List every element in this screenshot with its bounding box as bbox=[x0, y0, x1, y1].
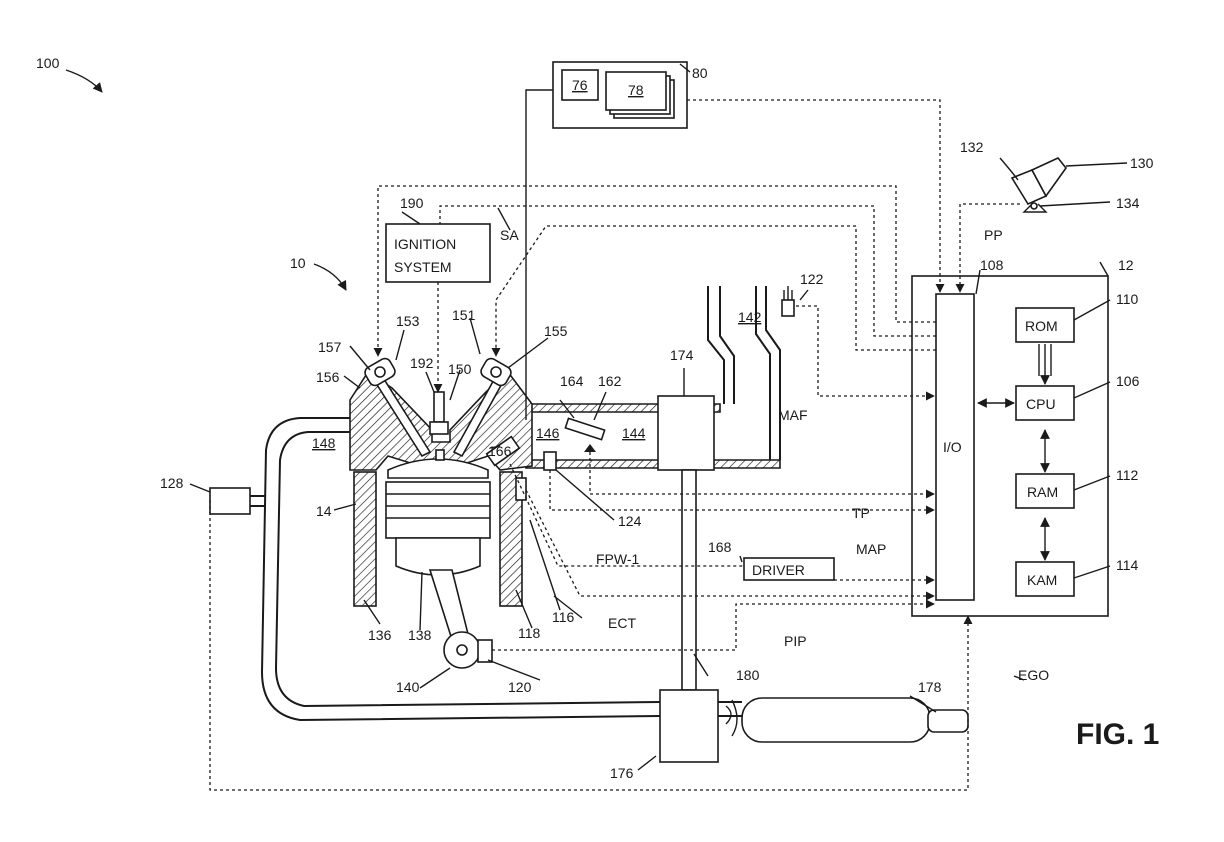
bus-arrows bbox=[977, 344, 1052, 561]
ref-144: 144 bbox=[622, 425, 646, 441]
signal-lines bbox=[209, 99, 1020, 791]
ref-138: 138 bbox=[408, 627, 432, 643]
box-76 bbox=[561, 69, 599, 101]
cpu-box bbox=[1015, 385, 1075, 421]
label-fpw: FPW-1 bbox=[596, 551, 640, 567]
sensor-128-link bbox=[250, 495, 266, 507]
reference-labels: 100 10 80 190 SA 132 130 134 PP 108 12 1… bbox=[36, 55, 1159, 781]
label-sa: SA bbox=[500, 227, 519, 243]
ref-153: 153 bbox=[396, 313, 420, 329]
ref-78: 78 bbox=[628, 82, 644, 98]
ref-155: 155 bbox=[544, 323, 568, 339]
sensor-124 bbox=[543, 451, 557, 471]
ref-80: 80 bbox=[692, 65, 708, 81]
accelerator-pedal-130 bbox=[1010, 157, 1068, 213]
leader-lines bbox=[65, 63, 1128, 771]
compressor-174 bbox=[657, 395, 715, 471]
ref-166: 166 bbox=[488, 443, 512, 459]
label-tp: TP bbox=[852, 505, 870, 521]
ref-190: 190 bbox=[400, 195, 424, 211]
ref-10: 10 bbox=[290, 255, 306, 271]
io-block bbox=[935, 293, 975, 601]
ref-134: 134 bbox=[1116, 195, 1140, 211]
label-ego: EGO bbox=[1018, 667, 1049, 683]
emission-device-178 bbox=[725, 697, 969, 743]
ref-136: 136 bbox=[368, 627, 392, 643]
ref-112: 112 bbox=[1116, 467, 1139, 483]
ref-150: 150 bbox=[448, 361, 472, 377]
ref-124: 124 bbox=[618, 513, 642, 529]
ref-178: 178 bbox=[918, 679, 942, 695]
turbine-176 bbox=[659, 689, 719, 763]
ref-140: 140 bbox=[396, 679, 420, 695]
ref-122: 122 bbox=[800, 271, 824, 287]
ref-76: 76 bbox=[572, 77, 588, 93]
io-label: I/O bbox=[943, 439, 962, 455]
maf-sensor-122 bbox=[781, 286, 795, 317]
rom-box bbox=[1015, 307, 1075, 343]
ref-164: 164 bbox=[560, 373, 584, 389]
ignition-label-line1: IGNITION bbox=[394, 236, 456, 252]
ram-box bbox=[1015, 473, 1075, 509]
shaft-180 bbox=[681, 469, 697, 691]
link-80-engine bbox=[525, 89, 553, 420]
ref-148: 148 bbox=[312, 435, 336, 451]
ref-192: 192 bbox=[410, 355, 434, 371]
box-78 bbox=[605, 71, 667, 111]
ref-156: 156 bbox=[316, 369, 340, 385]
ref-106: 106 bbox=[1116, 373, 1140, 389]
label-ect: ECT bbox=[608, 615, 636, 631]
driver-label: DRIVER bbox=[752, 562, 805, 578]
ref-100: 100 bbox=[36, 55, 60, 71]
ignition-system-box bbox=[385, 223, 491, 283]
ref-128: 128 bbox=[160, 475, 184, 491]
driver-box bbox=[743, 557, 835, 581]
ram-label: RAM bbox=[1027, 484, 1058, 500]
rom-label: ROM bbox=[1025, 318, 1058, 334]
crank-sensor-120 bbox=[477, 639, 493, 663]
ref-110: 110 bbox=[1116, 291, 1139, 307]
ref-12: 12 bbox=[1118, 257, 1134, 273]
throttle-position-sensor bbox=[584, 444, 596, 452]
ref-132: 132 bbox=[960, 139, 984, 155]
cpu-label: CPU bbox=[1026, 396, 1056, 412]
engine-cylinder-14 bbox=[349, 357, 533, 669]
ref-168: 168 bbox=[708, 539, 732, 555]
label-pip: PIP bbox=[784, 633, 807, 649]
kam-box bbox=[1015, 561, 1075, 597]
ref-114: 114 bbox=[1116, 557, 1139, 573]
ref-176: 176 bbox=[610, 765, 634, 781]
figure-title: FIG. 1 bbox=[1076, 718, 1159, 751]
throttle-plate-162 bbox=[564, 417, 606, 441]
ref-162: 162 bbox=[598, 373, 622, 389]
ref-151: 151 bbox=[452, 307, 476, 323]
label-maf: MAF bbox=[778, 407, 808, 423]
label-pp: PP bbox=[984, 227, 1003, 243]
ref-180: 180 bbox=[736, 667, 760, 683]
ref-157: 157 bbox=[318, 339, 342, 355]
exhaust-passage-148 bbox=[260, 417, 742, 722]
ref-130: 130 bbox=[1130, 155, 1154, 171]
label-map: MAP bbox=[856, 541, 886, 557]
ref-120: 120 bbox=[508, 679, 532, 695]
ref-142: 142 bbox=[738, 309, 762, 325]
ref-118: 118 bbox=[518, 625, 541, 641]
ignition-label-line2: SYSTEM bbox=[394, 259, 452, 275]
ref-108: 108 bbox=[980, 257, 1004, 273]
ref-174: 174 bbox=[670, 347, 694, 363]
exhaust-sensor-128 bbox=[209, 487, 251, 515]
kam-label: KAM bbox=[1027, 572, 1057, 588]
ref-146: 146 bbox=[536, 425, 560, 441]
ref-14: 14 bbox=[316, 503, 332, 519]
ref-116: 116 bbox=[552, 609, 575, 625]
